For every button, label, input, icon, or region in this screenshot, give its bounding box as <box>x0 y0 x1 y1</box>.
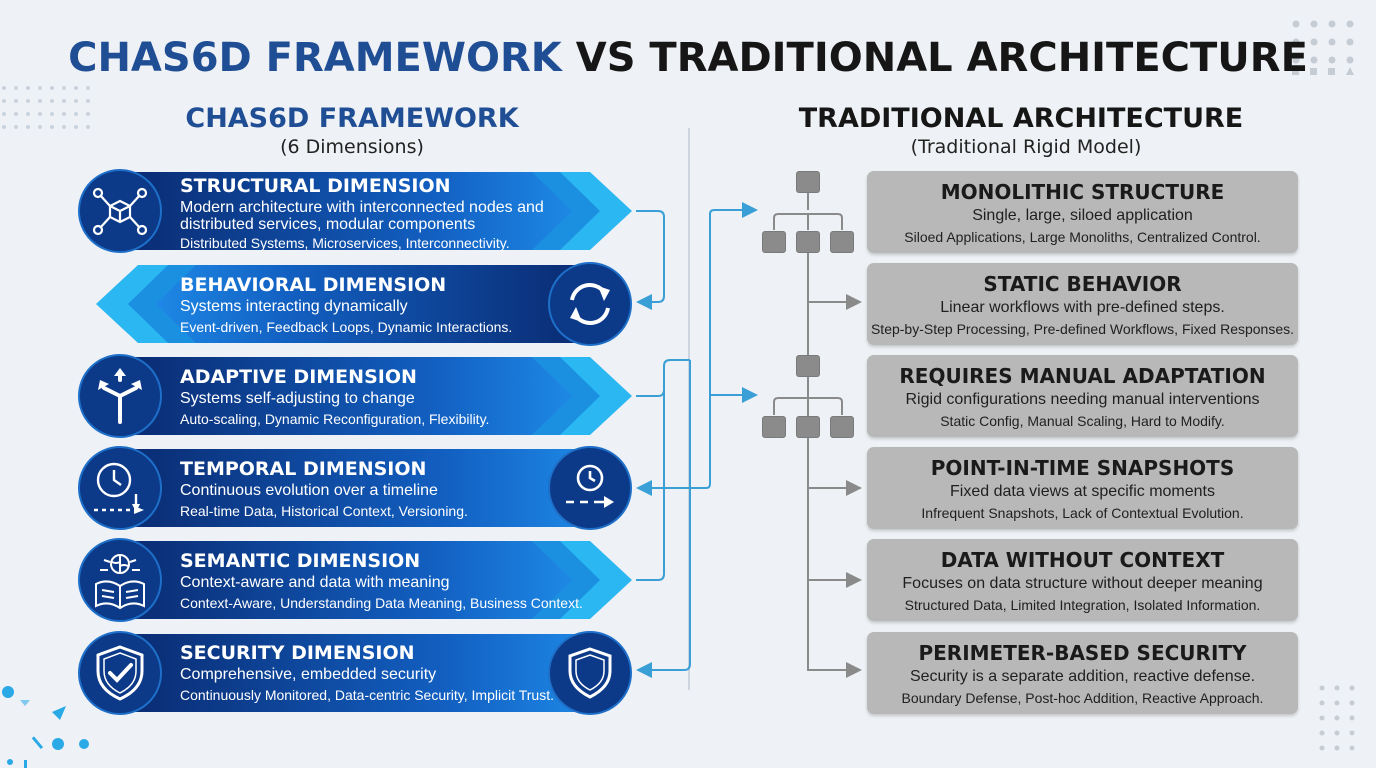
traditional-tags: Structured Data, Limited Integration, Is… <box>904 597 1261 613</box>
dimension-band-structural: STRUCTURAL DIMENSION Modern architecture… <box>0 169 1376 253</box>
monolith-node <box>830 416 854 438</box>
monolith-node <box>830 231 854 253</box>
left-subheading: (6 Dimensions) <box>280 136 424 158</box>
traditional-description: Focuses on data structure without deeper… <box>902 575 1263 592</box>
network-cube-icon <box>92 187 148 236</box>
monolith-node <box>796 355 820 377</box>
monolith-node <box>796 171 820 193</box>
traditional-title: MONOLITHIC STRUCTURE <box>940 180 1225 204</box>
dimension-description: Modern architecture with interconnected … <box>180 199 544 233</box>
dimension-description: Context-aware and data with meaning <box>180 574 450 591</box>
dimension-band-temporal: TEMPORAL DIMENSION Continuous evolution … <box>0 446 1376 530</box>
dimension-band-security: SECURITY DIMENSION Comprehensive, embedd… <box>0 631 1376 715</box>
clock-arrow-icon <box>566 464 614 508</box>
dimension-tags: Continuously Monitored, Data-centric Sec… <box>180 687 554 703</box>
dimension-tags: Real-time Data, Historical Context, Vers… <box>180 503 468 519</box>
dimension-description: Continuous evolution over a timeline <box>180 482 438 499</box>
traditional-tags: Boundary Defense, Post-hoc Addition, Rea… <box>901 690 1264 706</box>
traditional-title: POINT-IN-TIME SNAPSHOTS <box>930 456 1235 480</box>
dimension-title: BEHAVIORAL DIMENSION <box>180 274 447 296</box>
clock-timeline-icon <box>94 462 144 514</box>
traditional-tags: Siloed Applications, Large Monoliths, Ce… <box>904 229 1261 245</box>
refresh-cycle-icon <box>570 283 610 325</box>
left-heading: CHAS6D FRAMEWORK <box>185 103 519 134</box>
dimension-band-adaptive: ADAPTIVE DIMENSION Systems self-adjustin… <box>0 354 1376 438</box>
traditional-title: DATA WITHOUT CONTEXT <box>940 548 1225 572</box>
right-heading: TRADITIONAL ARCHITECTURE <box>798 103 1244 134</box>
traditional-tags: Step-by-Step Processing, Pre-defined Wor… <box>870 321 1295 337</box>
shield-icon <box>568 647 612 699</box>
dimension-description: Comprehensive, embedded security <box>180 666 437 683</box>
dimension-description: Systems self-adjusting to change <box>180 390 415 407</box>
monolith-node <box>762 416 786 438</box>
traditional-item-data-without-context: DATA WITHOUT CONTEXT Focuses on data str… <box>867 539 1298 621</box>
dimension-tags: Context-Aware, Understanding Data Meanin… <box>180 595 583 611</box>
traditional-title: STATIC BEHAVIOR <box>983 272 1182 296</box>
dimension-description: Systems interacting dynamically <box>180 298 408 315</box>
dimension-title: TEMPORAL DIMENSION <box>180 458 427 480</box>
traditional-description: Rigid configurations needing manual inte… <box>905 391 1260 408</box>
traditional-tags: Static Config, Manual Scaling, Hard to M… <box>940 413 1225 429</box>
traditional-item-perimeter-security: PERIMETER-BASED SECURITY Security is a s… <box>867 632 1298 714</box>
traditional-description: Fixed data views at specific moments <box>950 483 1215 500</box>
dimension-title: SEMANTIC DIMENSION <box>180 550 421 572</box>
traditional-title: PERIMETER-BASED SECURITY <box>918 641 1247 665</box>
traditional-item-snapshots: POINT-IN-TIME SNAPSHOTS Fixed data views… <box>867 447 1298 529</box>
brain-book-icon <box>95 554 145 610</box>
traditional-item-static: STATIC BEHAVIOR Linear workflows with pr… <box>867 263 1298 345</box>
right-subheading: (Traditional Rigid Model) <box>910 136 1142 158</box>
page-title: CHAS6D FRAMEWORK VS TRADITIONAL ARCHITEC… <box>0 34 1376 82</box>
monolith-node <box>796 416 820 438</box>
traditional-item-monolithic: MONOLITHIC STRUCTURE Single, large, silo… <box>867 171 1298 253</box>
shield-check-icon <box>96 645 144 701</box>
title-right-part: VS TRADITIONAL ARCHITECTURE <box>575 35 1308 81</box>
dimension-tags: Event-driven, Feedback Loops, Dynamic In… <box>180 319 513 335</box>
dimension-tags: Distributed Systems, Microservices, Inte… <box>180 235 510 251</box>
split-arrows-icon <box>98 368 142 424</box>
monolith-node <box>796 231 820 253</box>
traditional-item-manual-adaptation: REQUIRES MANUAL ADAPTATION Rigid configu… <box>867 355 1298 437</box>
title-left-part: CHAS6D FRAMEWORK <box>68 35 562 81</box>
dimension-tags: Auto-scaling, Dynamic Reconfiguration, F… <box>180 411 490 427</box>
dimension-band-semantic: SEMANTIC DIMENSION Context-aware and dat… <box>0 538 1376 622</box>
traditional-description: Single, large, siloed application <box>972 207 1193 224</box>
dimension-title: SECURITY DIMENSION <box>180 642 415 664</box>
dimension-title: STRUCTURAL DIMENSION <box>180 175 451 197</box>
dimension-title: ADAPTIVE DIMENSION <box>180 366 417 388</box>
traditional-description: Linear workflows with pre-defined steps. <box>940 299 1225 316</box>
traditional-tags: Infrequent Snapshots, Lack of Contextual… <box>921 505 1244 521</box>
traditional-title: REQUIRES MANUAL ADAPTATION <box>899 364 1266 388</box>
dimension-band-behavioral: BEHAVIORAL DIMENSION Systems interacting… <box>0 262 1376 346</box>
monolith-node <box>762 231 786 253</box>
traditional-description: Security is a separate addition, reactiv… <box>909 668 1256 685</box>
